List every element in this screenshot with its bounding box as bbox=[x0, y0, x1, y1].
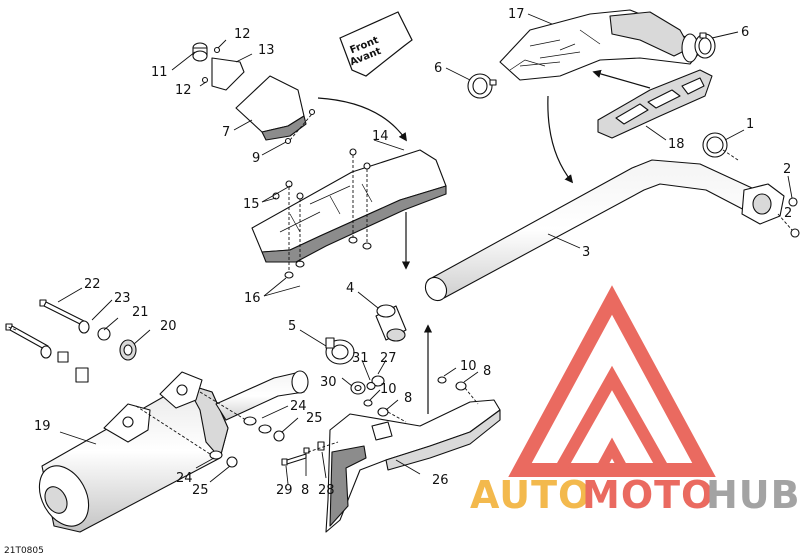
callout-4: 4 bbox=[346, 281, 354, 296]
part-10-washer-center bbox=[363, 399, 373, 407]
callout-6-left: 6 bbox=[434, 61, 442, 76]
watermark-word-moto: MOTO bbox=[582, 473, 714, 517]
callout-5: 5 bbox=[288, 319, 296, 334]
callout-24-right: 24 bbox=[290, 399, 307, 414]
part-21-bolt bbox=[5, 323, 49, 351]
callout-26: 26 bbox=[432, 473, 449, 488]
part-21-spacers bbox=[57, 351, 89, 383]
callout-6-right: 6 bbox=[741, 25, 749, 40]
part-26-lower-heat-shield bbox=[325, 399, 501, 533]
callout-16: 16 bbox=[244, 291, 261, 306]
part-12-nut-upper bbox=[213, 46, 221, 54]
callout-27: 27 bbox=[380, 351, 397, 366]
part-3-exhaust-pipe bbox=[424, 159, 785, 302]
callout-12-lower: 12 bbox=[175, 83, 192, 98]
part-5-clamp bbox=[325, 337, 355, 365]
callout-3: 3 bbox=[582, 245, 590, 260]
part-8-bolt-right bbox=[455, 381, 467, 391]
watermark: AUTO MOTO HUB bbox=[470, 285, 800, 517]
part-10-washer-right bbox=[437, 376, 447, 384]
part-24-washers bbox=[209, 416, 272, 460]
part-8-bolt-lower bbox=[303, 447, 310, 454]
part-22-bolt bbox=[39, 299, 87, 327]
callout-15: 15 bbox=[243, 197, 260, 212]
part-13-bracket bbox=[211, 57, 245, 91]
callout-20: 20 bbox=[160, 319, 177, 334]
part-17-header-pipe bbox=[499, 9, 701, 81]
callout-8-right: 8 bbox=[483, 364, 491, 379]
front-direction-marker: Front Avant bbox=[339, 11, 413, 77]
watermark-word-hub: HUB bbox=[706, 473, 800, 517]
callout-29: 29 bbox=[276, 483, 293, 498]
part-28-spacer bbox=[317, 441, 325, 451]
callout-10-center: 10 bbox=[380, 382, 397, 397]
part-12-nut-lower bbox=[201, 76, 209, 84]
part-18-heat-shield-plate bbox=[597, 69, 713, 139]
callout-25-right: 25 bbox=[306, 411, 323, 426]
part-2-nut-lower bbox=[790, 228, 800, 238]
part-23-washers bbox=[40, 320, 111, 359]
callout-1: 1 bbox=[746, 117, 754, 132]
callout-11: 11 bbox=[151, 65, 168, 80]
callout-8-center: 8 bbox=[404, 391, 412, 406]
callout-10-right: 10 bbox=[460, 359, 477, 374]
callout-7: 7 bbox=[222, 125, 230, 140]
callout-19: 19 bbox=[34, 419, 51, 434]
callout-labels: 1 2 2 3 4 5 6 6 7 8 8 8 9 10 10 11 12 12… bbox=[34, 7, 792, 498]
part-6-clamp-left bbox=[467, 73, 497, 99]
part-30-washer bbox=[350, 381, 366, 395]
part-4-sleeve bbox=[375, 304, 407, 342]
callout-13: 13 bbox=[258, 43, 275, 58]
callout-23: 23 bbox=[114, 291, 131, 306]
callout-14: 14 bbox=[372, 129, 389, 144]
callout-2-upper: 2 bbox=[783, 162, 791, 177]
part-25-nuts bbox=[226, 430, 285, 468]
part-11-rubber-mount bbox=[192, 42, 208, 62]
part-6-clamp-right bbox=[694, 32, 716, 59]
callout-2-lower: 2 bbox=[784, 206, 792, 221]
part-29-bolt bbox=[281, 453, 307, 466]
part-1-gasket-ring bbox=[702, 132, 728, 158]
callout-30: 30 bbox=[320, 375, 337, 390]
watermark-word-auto: AUTO bbox=[470, 473, 591, 517]
figure-id: 21T0805 bbox=[4, 546, 44, 556]
watermark-logo-icon bbox=[508, 285, 716, 477]
assembly-arrows bbox=[317, 69, 651, 414]
callout-21: 21 bbox=[132, 305, 149, 320]
part-19-muffler bbox=[38, 370, 309, 533]
leader-lines bbox=[5, 13, 793, 485]
part-14-heat-shield bbox=[251, 149, 447, 263]
part-31-nut bbox=[366, 381, 376, 391]
callout-9: 9 bbox=[252, 151, 260, 166]
part-27-washer bbox=[371, 375, 385, 387]
part-7-small-heat-shield bbox=[235, 75, 307, 141]
callout-12-upper: 12 bbox=[234, 27, 251, 42]
callout-18: 18 bbox=[668, 137, 685, 152]
callout-17: 17 bbox=[508, 7, 525, 22]
part-9-screw-b bbox=[308, 108, 316, 116]
part-9-screw bbox=[284, 137, 292, 145]
callout-22: 22 bbox=[84, 277, 101, 292]
callout-8-lower: 8 bbox=[301, 483, 309, 498]
callout-24-lower: 24 bbox=[176, 471, 193, 486]
part-20-rubber-bushing bbox=[119, 339, 137, 361]
callout-31: 31 bbox=[352, 351, 369, 366]
part-2-nut-upper bbox=[788, 197, 798, 207]
callout-25-lower: 25 bbox=[192, 483, 209, 498]
callout-28: 28 bbox=[318, 483, 335, 498]
